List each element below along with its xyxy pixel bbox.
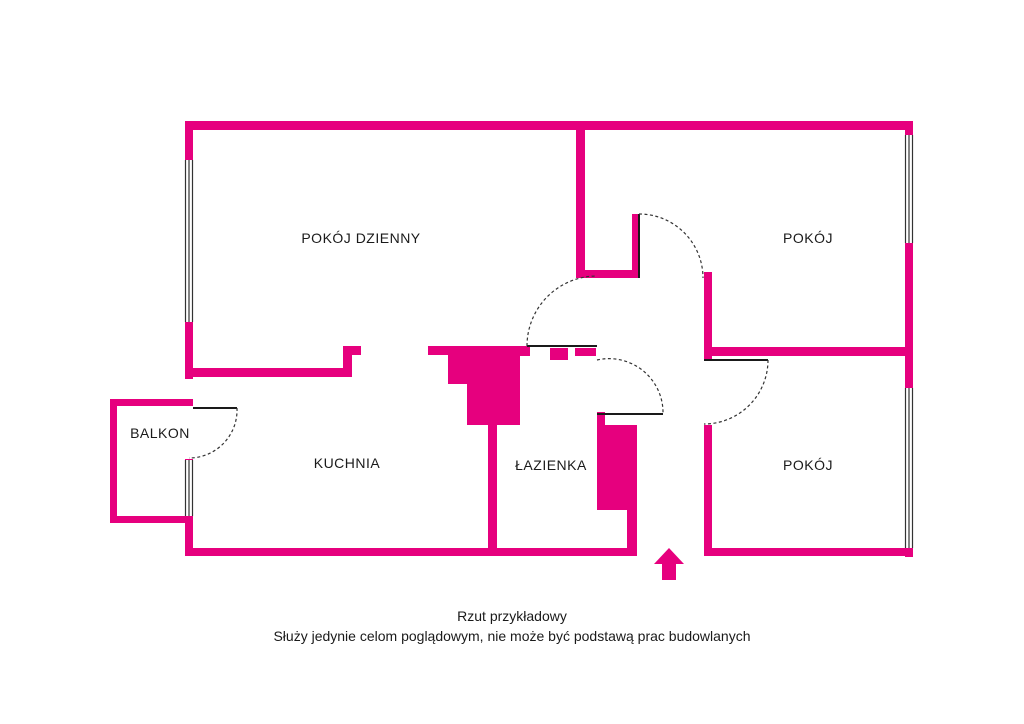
door-room-top-right bbox=[638, 213, 704, 279]
wall-right-rooms-divider bbox=[704, 347, 913, 356]
wall-stub-horizontal bbox=[343, 346, 361, 355]
wall-living-room-right bbox=[576, 121, 585, 278]
label-kitchen: KUCHNIA bbox=[314, 455, 381, 471]
door-bathroom bbox=[596, 358, 664, 415]
window-room-bottom-right bbox=[904, 388, 914, 548]
wall-top bbox=[185, 121, 913, 130]
wall-living-kitchen bbox=[185, 368, 351, 377]
balcony-wall-left bbox=[110, 399, 117, 523]
door-living-room bbox=[526, 275, 598, 347]
windows bbox=[184, 135, 914, 548]
label-room-top-right: POKÓJ bbox=[783, 230, 833, 246]
balcony-wall-top bbox=[110, 399, 193, 406]
wall-right-rooms-lower bbox=[704, 425, 712, 556]
wall-kitchen-bathroom bbox=[488, 418, 497, 552]
arrow-up-icon bbox=[654, 548, 684, 580]
label-balcony: BALKON bbox=[130, 425, 190, 441]
chimney-shaft bbox=[448, 346, 520, 425]
wall-top-room-bottom-left bbox=[576, 270, 638, 278]
wall-bath-corridor bbox=[627, 425, 637, 556]
balcony-walls bbox=[110, 399, 193, 523]
window-living-left bbox=[184, 160, 194, 322]
wall-bath-top-mid bbox=[550, 348, 568, 360]
wall-bottom-right bbox=[704, 548, 913, 556]
caption-title: Rzut przykładowy bbox=[457, 608, 567, 624]
window-balcony-door bbox=[184, 460, 194, 516]
door-room-bottom-right bbox=[703, 359, 769, 425]
caption-note: Służy jedynie celom poglądowym, nie może… bbox=[273, 628, 751, 644]
doors bbox=[188, 213, 769, 459]
label-living-room: POKÓJ DZIENNY bbox=[301, 230, 420, 246]
label-room-bottom-right: POKÓJ bbox=[783, 457, 833, 473]
door-balcony bbox=[188, 407, 238, 459]
wall-right-rooms-upper bbox=[704, 272, 712, 360]
wall-door-jamb bbox=[632, 214, 639, 278]
balcony-wall-bottom bbox=[110, 516, 193, 523]
wall-bath-top-left bbox=[520, 346, 530, 356]
window-room-top-right bbox=[904, 135, 914, 243]
exterior-walls bbox=[185, 121, 913, 557]
wall-right bbox=[905, 121, 913, 557]
interior-walls bbox=[185, 121, 913, 556]
label-bathroom: ŁAZIENKA bbox=[515, 457, 587, 473]
wall-stub-vertical bbox=[343, 346, 352, 377]
wall-bottom-left bbox=[185, 548, 635, 556]
wall-bath-top-right bbox=[575, 348, 596, 356]
